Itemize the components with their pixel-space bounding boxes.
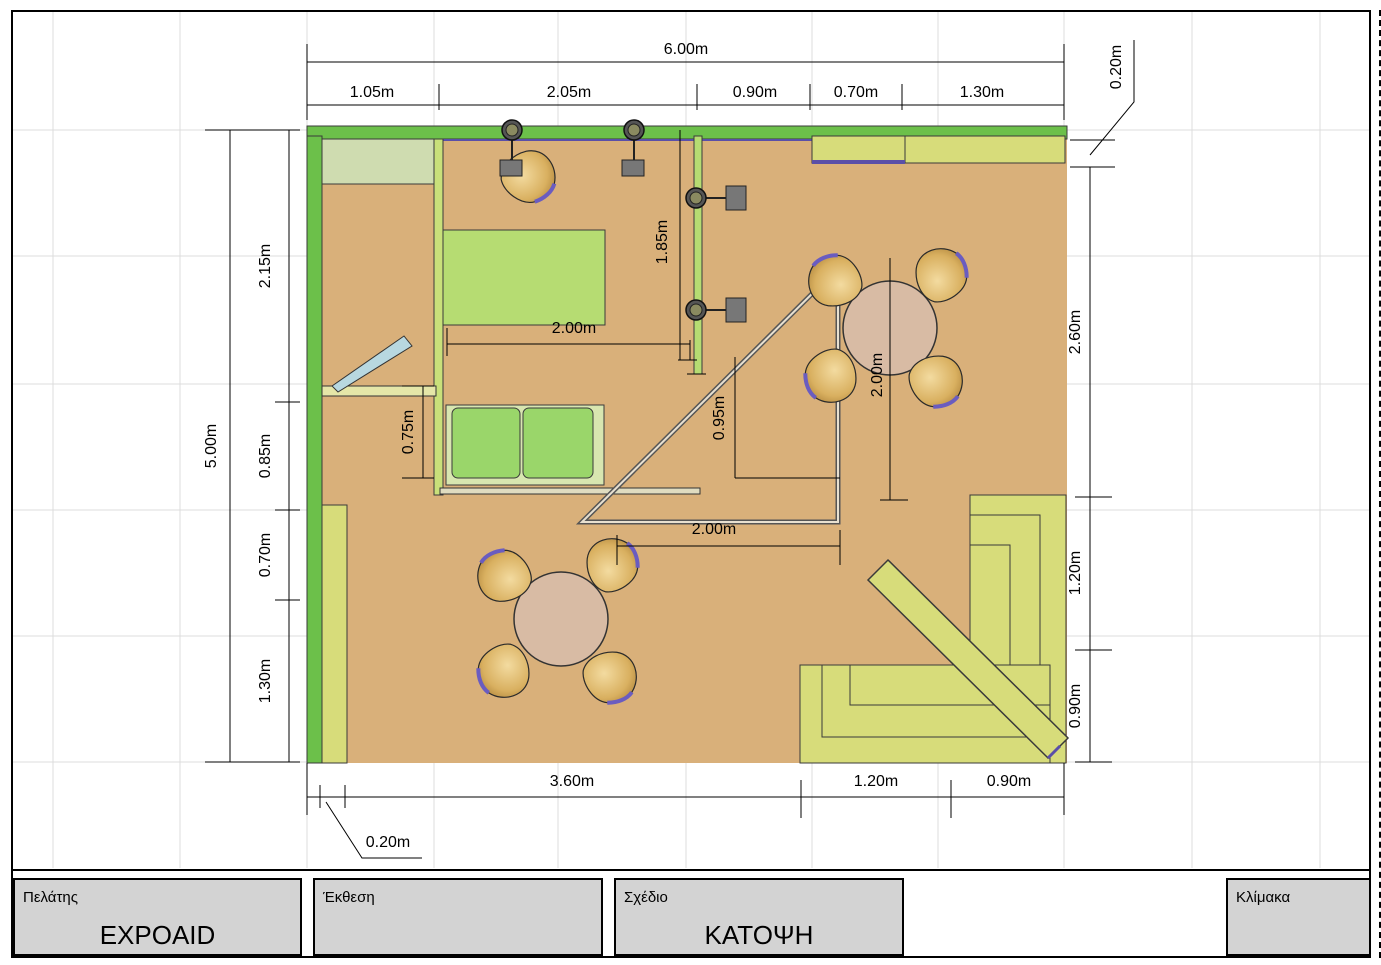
title-box-drawing: Σχέδιο ΚΑΤΟΨΗ — [614, 878, 904, 956]
dim-overall-height: 5.00m — [203, 424, 220, 468]
scale-label: Κλίμακα — [1236, 889, 1291, 906]
drawing-frame — [11, 10, 1371, 958]
partition-panel — [693, 135, 703, 375]
dim-counter-width: 2.00m — [552, 320, 596, 337]
dim-right-3: 0.90m — [1067, 684, 1084, 728]
left-counter — [321, 504, 348, 764]
reception-counters — [799, 494, 1070, 764]
client-label: Πελάτης — [23, 889, 78, 906]
meeting-table — [442, 229, 606, 326]
spot-lights — [499, 119, 747, 323]
dim-top-2: 2.05m — [547, 84, 591, 101]
dim-top-5: 1.30m — [960, 84, 1004, 101]
dim-left-3: 0.70m — [257, 533, 274, 577]
storage-counter — [321, 138, 437, 185]
dim-top-3: 0.90m — [733, 84, 777, 101]
title-box-scale: Κλίμακα — [1226, 878, 1371, 956]
storage-wall — [433, 138, 444, 496]
drawing-value: ΚΑΤΟΨΗ — [704, 920, 814, 950]
title-box-exhibition: Έκθεση — [313, 878, 603, 956]
dim-right-2: 1.20m — [1067, 551, 1084, 595]
wall-display-1 — [811, 135, 906, 164]
dim-overall-width: 6.00m — [664, 41, 708, 58]
dim-wall-bottom: 0.20m — [366, 834, 410, 851]
dim-triangle-side: 2.00m — [869, 353, 886, 397]
dim-top-1: 1.05m — [350, 84, 394, 101]
dim-left-2: 0.85m — [257, 434, 274, 478]
dimension-lines — [205, 40, 1135, 859]
dim-left-4: 1.30m — [257, 659, 274, 703]
dim-right-1: 2.60m — [1067, 310, 1084, 354]
dim-top-4: 0.70m — [834, 84, 878, 101]
title-box-client: Πελάτης EXPOAID — [13, 878, 302, 956]
client-value: EXPOAID — [99, 920, 216, 950]
exhibition-label: Έκθεση — [323, 889, 375, 906]
dim-bottom-3: 0.90m — [987, 773, 1031, 790]
sofa — [439, 404, 701, 495]
dim-triangle-height: 0.95m — [711, 396, 728, 440]
frame-edge-dashed — [1379, 10, 1381, 958]
dim-wall-top: 0.20m — [1108, 45, 1125, 89]
wall-display-2 — [904, 135, 1066, 164]
storage-door — [321, 335, 437, 397]
dim-left-1: 2.15m — [257, 244, 274, 288]
dim-bottom-2: 1.20m — [854, 773, 898, 790]
round-table-2 — [513, 571, 609, 667]
dim-triangle-base: 2.00m — [692, 521, 736, 538]
dim-bottom-1: 3.60m — [550, 773, 594, 790]
drawing-label: Σχέδιο — [624, 889, 668, 906]
dim-partition-height: 1.85m — [654, 220, 671, 264]
dim-sofa-depth: 0.75m — [400, 410, 417, 454]
